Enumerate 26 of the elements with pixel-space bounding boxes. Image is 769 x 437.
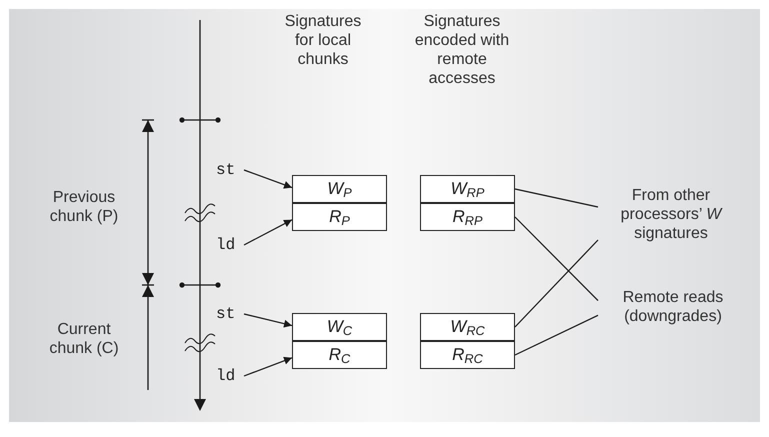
arrow [244,356,292,377]
connector-line [514,240,598,328]
signature-box: R$_{P}$ [292,203,387,231]
chunk-label: Current chunk (C) [48,320,120,358]
signature-box: W$_{RC}$ [420,313,515,341]
arrow [244,313,292,328]
connector-line [514,216,598,302]
signature-box: R$_{C}$ [292,341,387,369]
annotation-text: Remote reads (downgrades) [598,288,748,330]
signature-box: W$_{RP}$ [420,175,515,203]
column-heading: Signatures encoded with remote accesses [414,12,510,88]
chunk-label: Previous chunk (P) [48,188,120,226]
annotation-text: From other processors’ W signatures [598,186,744,246]
signature-box: W$_{C}$ [292,313,387,341]
signature-box: R$_{RC}$ [420,341,515,369]
connector-line [514,188,598,208]
instruction-label: ld [216,366,244,386]
instruction-label: st [216,304,244,324]
connector-line [514,314,598,356]
arrow [244,169,292,189]
column-heading: Signatures for local chunks [284,12,362,69]
instruction-label: st [216,160,244,180]
arrow [244,219,292,246]
instruction-label: ld [216,235,244,255]
signature-box: R$_{RP}$ [420,203,515,231]
signature-box: W$_{P}$ [292,175,387,203]
